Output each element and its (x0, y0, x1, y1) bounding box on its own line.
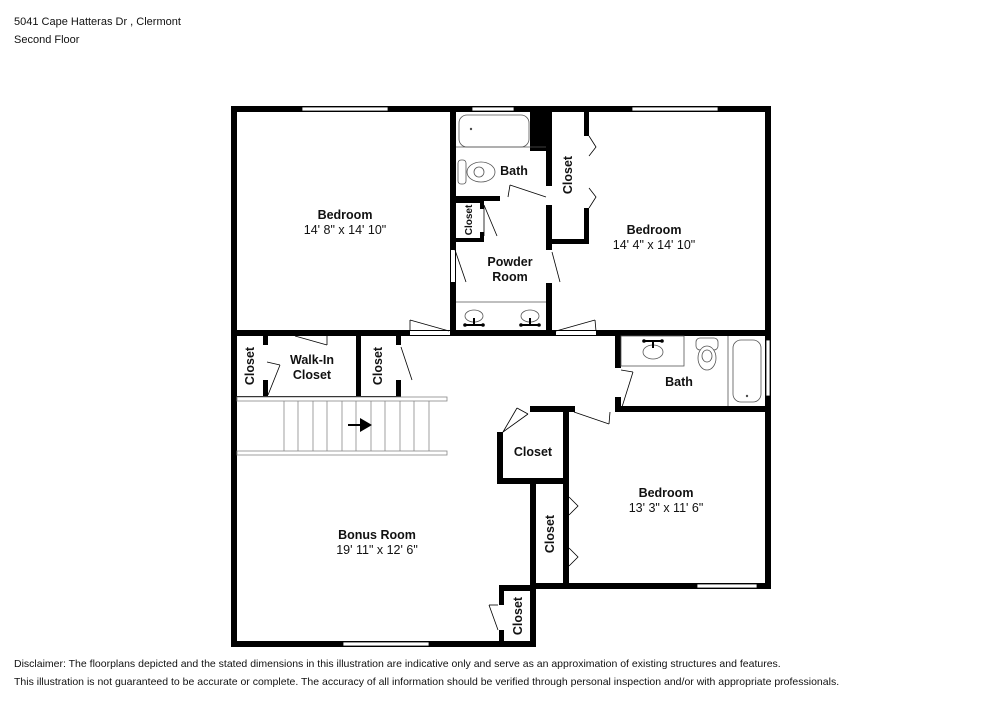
bathtub-icon (732, 339, 762, 403)
room-name-closet-bedroom-3: Closet (543, 514, 557, 553)
room-name-closet-bonus: Closet (511, 596, 525, 635)
room-name-closet-angled: Closet (514, 445, 553, 459)
room-dimensions-bonus-room: 19' 11" x 12' 6" (336, 543, 418, 557)
room-name-walk-in-closet: Walk-In (290, 353, 334, 367)
fixtures (456, 114, 762, 406)
floor-label: Second Floor (14, 34, 80, 46)
room-name-closet-hall: Closet (371, 346, 385, 385)
doors (266, 135, 634, 631)
room-name-powder-room: Powder (487, 255, 532, 269)
bathtub-icon (458, 114, 530, 148)
room-name-walk-in-closet-line2: Closet (293, 368, 332, 382)
room-dimensions-bedroom-1: 14' 8" x 14' 10" (304, 223, 386, 237)
windows (301, 106, 771, 647)
room-name-powder-room-line2: Room (492, 270, 527, 284)
room-name-bedroom-3: Bedroom (639, 486, 694, 500)
faucets (463, 318, 664, 348)
room-name-closet-left: Closet (243, 346, 257, 385)
room-name-bonus-room: Bonus Room (338, 528, 416, 542)
room-dimensions-bedroom-3: 13' 3" x 11' 6" (629, 501, 704, 515)
room-name-closet-bedroom-2: Closet (561, 155, 575, 194)
room-dimensions-bedroom-2: 14' 4" x 14' 10" (613, 238, 695, 252)
disclaimer-line-1: Disclaimer: The floorplans depicted and … (14, 658, 781, 670)
staircase[interactable] (236, 396, 448, 456)
stair-arrow-icon (348, 418, 372, 432)
room-name-bath-2: Bath (665, 375, 693, 389)
toilet-icon (457, 159, 467, 185)
disclaimer-line-2: This illustration is not guaranteed to b… (14, 676, 840, 688)
property-address: 5041 Cape Hatteras Dr , Clermont (14, 16, 181, 28)
room-name-bedroom-1: Bedroom (318, 208, 373, 222)
room-name-bath-1: Bath (500, 164, 528, 178)
room-name-bedroom-2: Bedroom (627, 223, 682, 237)
room-name-closet-powder: Closet (464, 204, 475, 235)
room-labels: Bedroom 14' 8" x 14' 10" Bath Closet Pow… (243, 155, 703, 635)
